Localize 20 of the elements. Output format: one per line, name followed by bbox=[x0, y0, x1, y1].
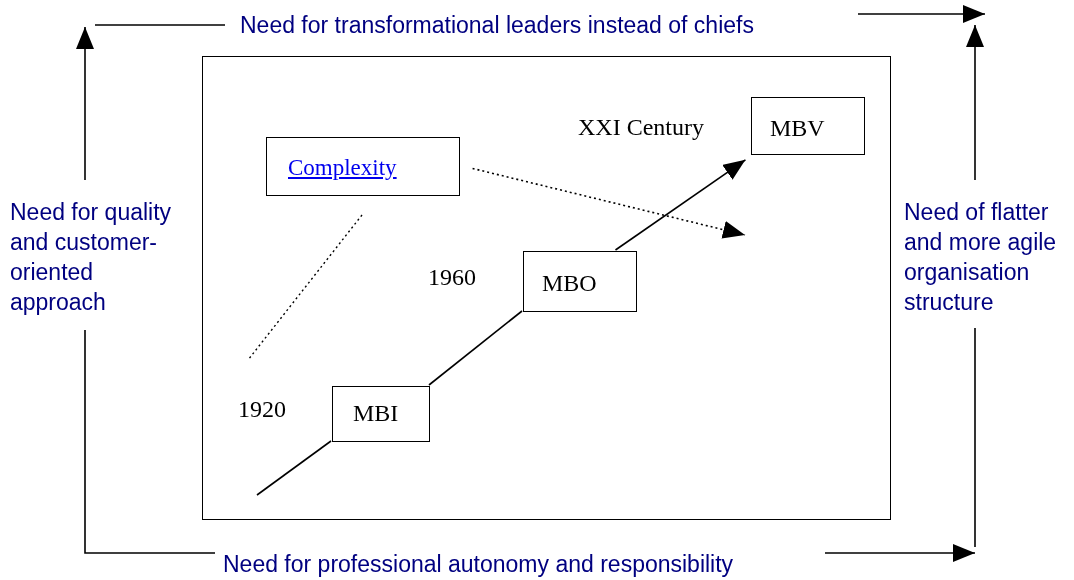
arrow bbox=[614, 159, 747, 251]
connector-line bbox=[428, 310, 523, 386]
box-label: MBV bbox=[770, 116, 825, 140]
year-label: XXI Century bbox=[578, 115, 704, 139]
arrow bbox=[471, 167, 746, 239]
year-label: 1920 bbox=[238, 397, 286, 421]
box-label: MBO bbox=[542, 271, 597, 295]
process-box bbox=[523, 251, 637, 312]
note-text: Need of flatter and more agile organisation structure bbox=[904, 198, 1058, 317]
note-text: Need for professional autonomy and responsibility bbox=[223, 551, 734, 577]
box-label: MBI bbox=[353, 401, 399, 425]
process-box bbox=[332, 386, 430, 442]
note-text: Need for transformational leaders instead of chiefs bbox=[240, 11, 754, 40]
link-text: Complexity bbox=[288, 156, 397, 179]
year-label: 1960 bbox=[428, 265, 476, 289]
process-box bbox=[751, 97, 865, 155]
note-text: Need for quality and customer-oriented approach bbox=[10, 198, 173, 317]
process-box bbox=[266, 137, 460, 196]
connector-line bbox=[256, 440, 332, 496]
frame-box bbox=[202, 56, 891, 520]
